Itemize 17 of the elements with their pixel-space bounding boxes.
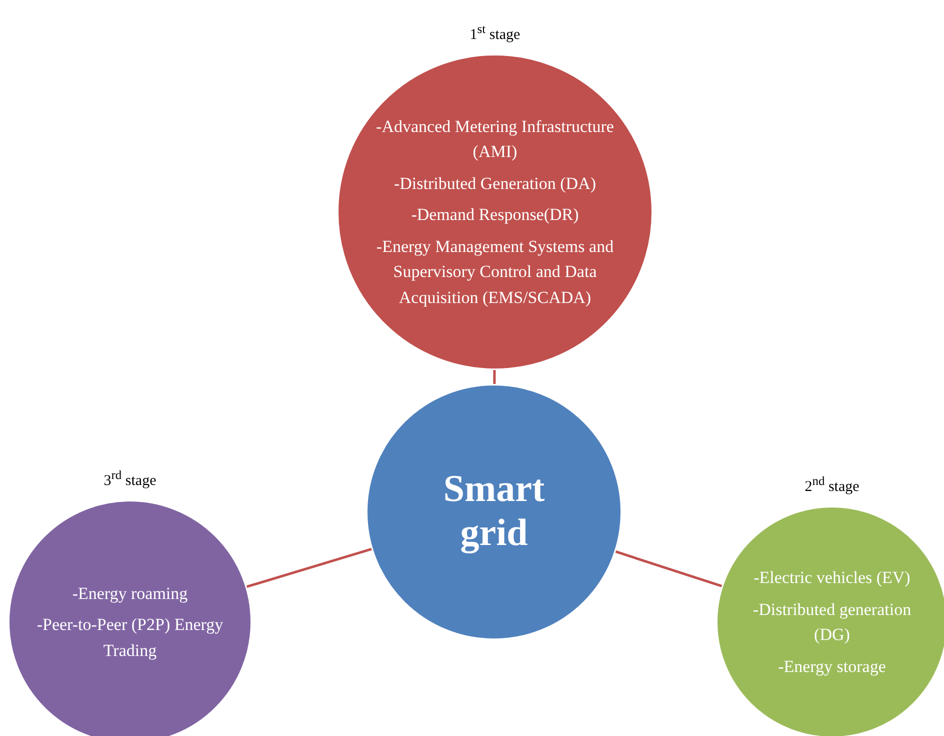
stage-heading: 2$^{nd}$ stage (804, 474, 860, 496)
connector-line (493, 370, 496, 384)
list-item: -Distributed generation (DG) (752, 598, 912, 646)
stage-heading: 3$^{rd}$ stage (104, 468, 156, 490)
list-item: -Energy Management Systems and Supervisory Control and Data Acquisition (EMS/SCADA) (375, 236, 615, 309)
hub-title: Smart grid (442, 468, 546, 556)
connector-line (246, 548, 372, 588)
list-item: -Energy roaming (72, 582, 188, 605)
list-item: -Peer-to-Peer (P2P) Energy Trading (36, 614, 224, 662)
list-item: -Electric vehicles (EV) (754, 567, 910, 589)
list-item: -Advanced Metering Infrastructure (AMI) (375, 116, 615, 164)
list-item: -Energy storage (778, 656, 886, 678)
hub-circle (366, 384, 622, 640)
stage-heading: 1$^{st}$ stage (470, 22, 520, 44)
list-item: -Distributed Generation (DA) (394, 172, 596, 195)
list-item: -Demand Response(DR) (411, 204, 579, 226)
connector-line (615, 550, 722, 588)
